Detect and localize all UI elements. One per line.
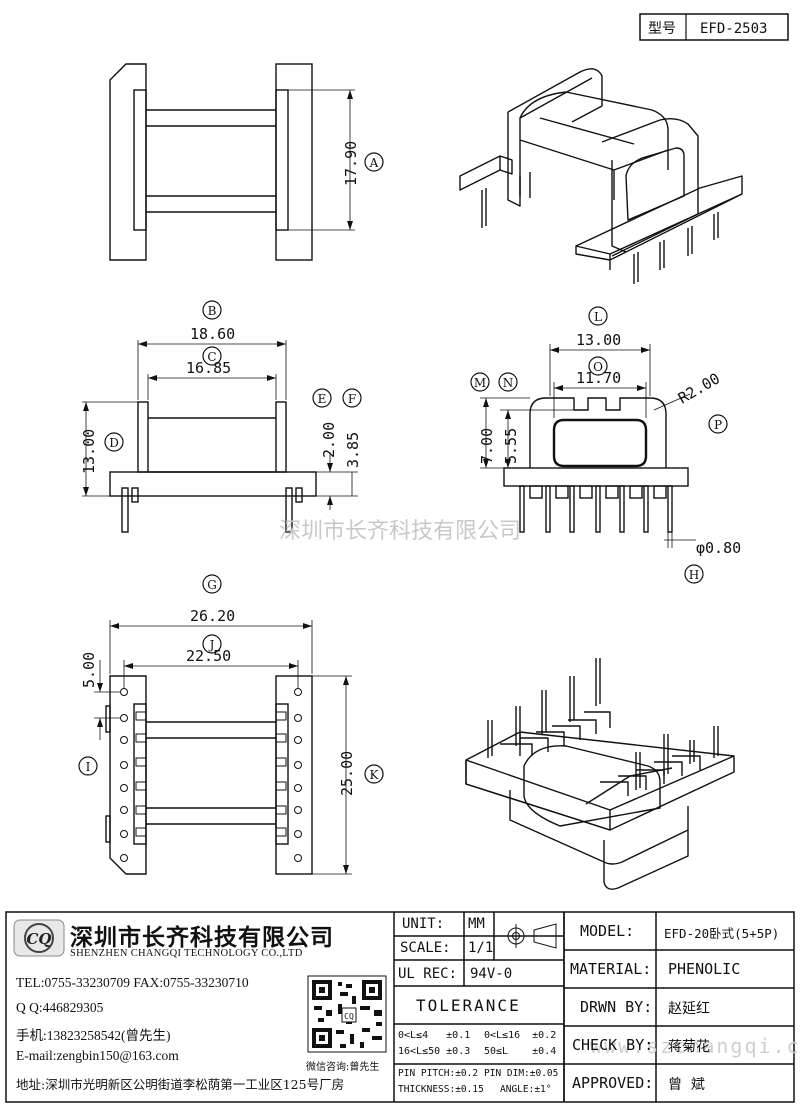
callout-C: C [202, 346, 222, 366]
dim-L-value: 13.00 [576, 331, 621, 349]
callout-J: J [202, 634, 222, 654]
svg-text:C: C [207, 350, 216, 364]
qr-logo-text: CQ [344, 1012, 354, 1021]
dim-B-value: 18.60 [190, 325, 235, 343]
iso-view-top [459, 68, 743, 284]
drawing-watermark: 深圳市长齐科技有限公司 [279, 519, 521, 544]
callout-G: G [202, 574, 222, 594]
logo-text: CQ [26, 930, 51, 948]
callout-I: I [78, 756, 98, 776]
front-view-dims [82, 340, 358, 510]
callout-N: N [498, 372, 518, 392]
svg-text:F: F [348, 392, 356, 406]
part-number-box: 型号 EFD-2503 [639, 13, 789, 41]
dim-I-value: 5.00 [80, 652, 98, 688]
dim-N-value: 5.55 [502, 428, 520, 464]
part-number: EFD-2503 [700, 21, 767, 37]
svg-text:K: K [370, 768, 380, 782]
side-view [503, 397, 689, 533]
svg-text:H: H [689, 568, 699, 582]
svg-text:P: P [714, 418, 722, 432]
callout-B: B [202, 300, 222, 320]
svg-text:N: N [503, 376, 514, 390]
bottom-view-pins [120, 688, 302, 862]
callout-O: O [588, 356, 608, 376]
callout-L: L [588, 306, 608, 326]
side-view-dims [480, 344, 696, 548]
company-logo: CQ [13, 919, 65, 957]
title-block-frame [5, 911, 795, 1103]
dim-M-value: 7.00 [478, 428, 496, 464]
callout-D: D [104, 432, 124, 452]
svg-text:M: M [474, 376, 486, 390]
dim-H-value: φ0.80 [696, 539, 741, 557]
svg-text:A: A [369, 156, 379, 170]
callout-E: E [312, 388, 332, 408]
callout-P: P [708, 414, 728, 434]
callout-K: K [364, 764, 384, 784]
callout-M: M [470, 372, 490, 392]
dim-G-value: 26.20 [190, 607, 235, 625]
dim-E-value: 2.00 [320, 422, 338, 458]
svg-text:L: L [594, 310, 602, 324]
qr-code: CQ [307, 975, 387, 1053]
callout-F: F [342, 388, 362, 408]
dim-D-value: 13.00 [80, 429, 98, 474]
svg-text:E: E [318, 392, 327, 406]
iso-view-bottom [465, 658, 735, 890]
part-label: 型号 [648, 21, 676, 37]
front-view [109, 401, 317, 533]
callout-H: H [684, 564, 704, 584]
svg-text:B: B [208, 304, 217, 318]
dim-K-value: 25.00 [338, 751, 356, 796]
dim-F-value: 3.85 [344, 432, 362, 468]
svg-text:D: D [109, 436, 119, 450]
bottom-view-dims [94, 620, 352, 875]
callout-A: A [364, 152, 384, 172]
dim-O-value: 11.70 [576, 369, 621, 387]
svg-text:G: G [207, 578, 217, 592]
dim-A-value: 17.90 [342, 141, 360, 186]
svg-text:J: J [208, 638, 215, 652]
projection-symbol [504, 923, 557, 949]
svg-text:O: O [593, 360, 603, 374]
dim-J-value: 22.50 [186, 647, 231, 665]
top-view [109, 63, 355, 261]
dim-C-value: 16.85 [186, 359, 231, 377]
bottom-view [105, 675, 313, 875]
svg-text:I: I [86, 760, 91, 774]
dim-P-value: R2.00 [675, 369, 723, 407]
